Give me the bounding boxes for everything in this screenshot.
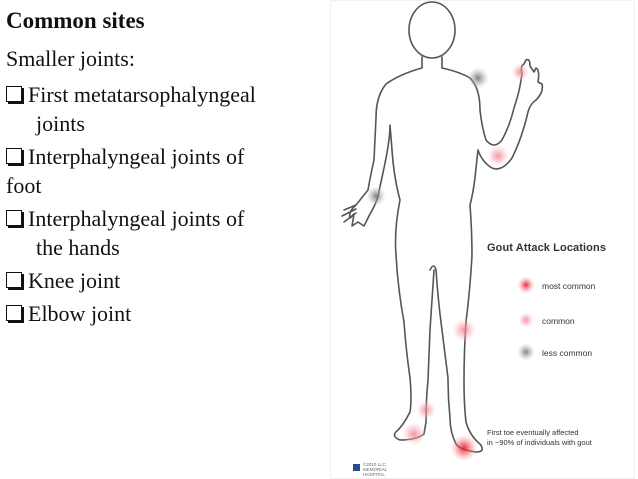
legend-swatch-most-common [517, 276, 535, 294]
checkbox-bullet-icon [6, 272, 22, 288]
figure-note-line: First toe eventually affected [487, 428, 579, 437]
legend-title: Gout Attack Locations [487, 242, 607, 254]
wrist-common-marker [511, 63, 529, 81]
ankle-common-marker [416, 400, 436, 420]
figure-note-line: in ~90% of individuals with gout [487, 438, 592, 447]
legend-label-most-common: most common [542, 281, 596, 291]
legend-label-common: common [542, 316, 575, 326]
crotch-outline [429, 265, 437, 271]
slide-subheading: Smaller joints: [6, 46, 135, 71]
figure-credit: ©2010 LLC MEMORIAL HOSPITAL [363, 462, 387, 477]
head-outline [408, 1, 456, 59]
bullet-list: First metatarsophalyngeal joints Interph… [6, 80, 328, 328]
bullet-text: Interphalyngeal joints of [28, 206, 245, 231]
bullet-text: Interphalyngeal joints of [28, 144, 245, 169]
bullet-item: First metatarsophalyngeal joints [6, 80, 328, 138]
bullet-text-continued: joints [36, 111, 85, 136]
toe-common-marker [402, 422, 426, 446]
gout-figure-panel: Gout Attack Locations most common common… [330, 0, 635, 479]
figure-note: First toe eventually affected in ~90% of… [487, 428, 607, 448]
right-side-outline [435, 56, 544, 453]
checkbox-bullet-icon [6, 148, 22, 164]
big-toe-most-common-marker [450, 434, 478, 462]
bullet-item: Interphalyngeal joints of the hands [6, 204, 328, 262]
legend-swatch-common [518, 312, 534, 328]
body-outline-figure [341, 1, 544, 462]
left-side-outline [348, 56, 435, 441]
elbow-common-marker [487, 145, 509, 167]
left-hand-fingers [341, 204, 357, 223]
bullet-text: First metatarsophalyngeal [28, 82, 256, 107]
slide-heading: Common sites [6, 8, 145, 33]
bullet-text-continued: foot [6, 173, 42, 198]
bullet-item: Knee joint [6, 266, 328, 295]
knee-common-marker [452, 318, 476, 342]
bullet-text: Elbow joint [28, 301, 132, 326]
bullet-item: Elbow joint [6, 299, 328, 328]
bullet-item: Interphalyngeal joints of foot [6, 142, 328, 200]
checkbox-bullet-icon [6, 210, 22, 226]
bullet-text-continued: the hands [36, 235, 120, 260]
legend-label-less-common: less common [542, 348, 593, 358]
wrist-less-common-marker [366, 186, 386, 206]
publisher-logo-icon [353, 464, 360, 471]
checkbox-bullet-icon [6, 305, 22, 321]
text-column: Common sites Smaller joints: First metat… [6, 6, 328, 332]
checkbox-bullet-icon [6, 86, 22, 102]
legend-swatch-less-common [517, 343, 535, 361]
shoulder-less-common-marker [467, 67, 489, 89]
bullet-text: Knee joint [28, 268, 121, 293]
